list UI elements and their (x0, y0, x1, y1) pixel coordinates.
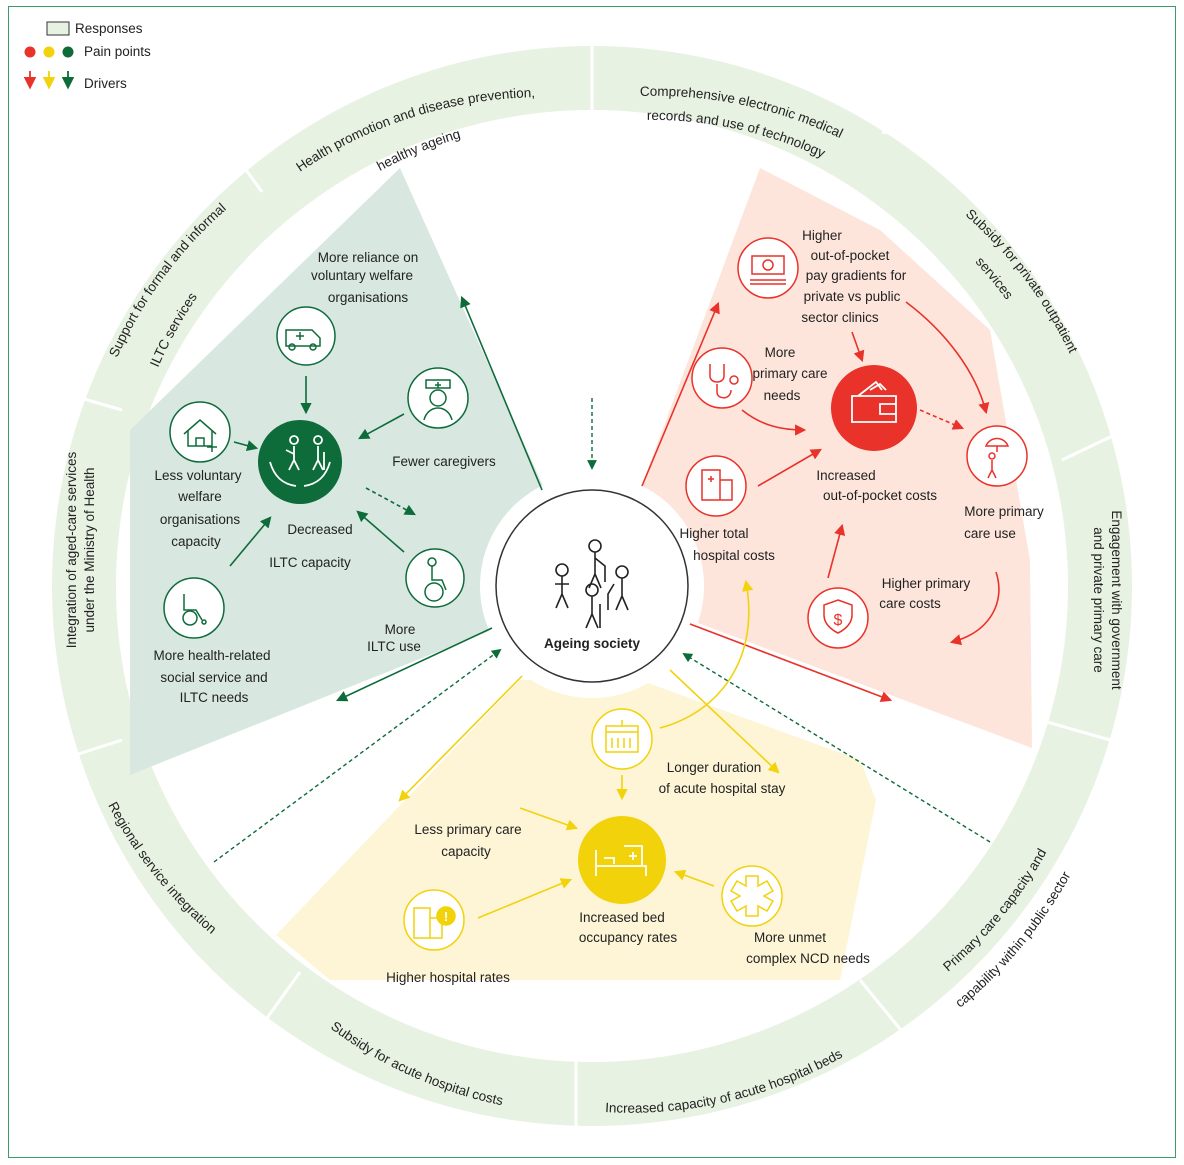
legend-green-dot (62, 46, 74, 58)
higher-oop-line2: out-of-pocket (811, 248, 890, 263)
stethoscope-icon (709, 364, 739, 399)
wheelchair-icon-circle (163, 577, 225, 639)
response-aged-care: Integration of aged-care services (64, 451, 79, 648)
wheelchair-icon (182, 594, 207, 626)
increased-oop-node (831, 365, 917, 451)
legend-yellow-dot (43, 46, 55, 58)
less-voluntary-line2: welfare (177, 489, 222, 504)
wallet-icon (851, 380, 897, 423)
more-unmet-line1: More unmet (754, 930, 826, 945)
umbrella-person-icon (984, 437, 1010, 479)
hospital-icon-circle (685, 455, 747, 517)
figure-frame (8, 6, 1176, 1158)
legend: Responses Pain points Drivers (23, 21, 151, 91)
longer-duration-line2: of acute hospital stay (659, 781, 786, 796)
more-primary-needs-line3: needs (764, 388, 801, 403)
less-primary-capacity-line2: capacity (441, 844, 491, 859)
wheelchair-user-icon-circle (405, 548, 465, 608)
hospital-alert-icon-circle (403, 889, 465, 951)
green-pain-points: Decreased ILTC capacity More reliance on… (153, 250, 496, 705)
hospital-alert-icon (413, 906, 456, 939)
legend-pain-points: Pain points (84, 44, 151, 59)
more-primary-needs-line1: More (765, 345, 796, 360)
decreased-iltc-node (258, 420, 342, 504)
higher-oop-line3: pay gradients for (806, 268, 907, 283)
higher-total-hospital-line1: Higher total (679, 526, 748, 541)
voluntary-reliance-line3: organisations (328, 290, 409, 305)
less-voluntary-line1: Less voluntary (154, 468, 241, 483)
response-arrows (213, 398, 991, 863)
wheelchair-user-icon (424, 557, 447, 602)
response-engagement-2: and private primary care (1091, 527, 1106, 673)
medical-star-icon-circle (721, 865, 783, 927)
hands-carers-icon (269, 435, 331, 487)
calendar-hospital-icon (605, 720, 639, 753)
higher-oop-line5: sector clinics (801, 310, 879, 325)
response-engagement: Engagement with government (1109, 510, 1124, 690)
increased-bed-line1: Increased bed (579, 910, 665, 925)
increased-bed-line2: occupancy rates (579, 930, 678, 945)
more-primary-use-line2: care use (964, 526, 1016, 541)
shield-dollar-icon-circle (807, 587, 869, 649)
less-voluntary-line4: capacity (171, 534, 221, 549)
decreased-iltc-line1: Decreased (287, 522, 352, 537)
increased-bed-node (578, 816, 666, 904)
alert-icon: ! (444, 909, 448, 924)
decreased-iltc-line2: ILTC capacity (269, 555, 351, 570)
umbrella-person-icon-circle (966, 425, 1028, 487)
center-label: Ageing society (544, 636, 641, 651)
house-plus-icon (183, 419, 217, 452)
increased-oop-line2: out-of-pocket costs (823, 488, 937, 503)
ambulance-icon (285, 329, 321, 351)
stethoscope-icon-circle (691, 347, 753, 409)
higher-oop-line1: Higher (802, 228, 842, 243)
higher-primary-costs-line1: Higher primary (882, 576, 971, 591)
nurse-icon (423, 379, 453, 421)
more-health-related-line1: More health-related (153, 648, 270, 663)
less-primary-capacity-line1: Less primary care (414, 822, 521, 837)
more-health-related-line2: social service and (160, 670, 267, 685)
legend-drivers: Drivers (84, 76, 127, 91)
hospital-bed-icon (595, 845, 647, 876)
higher-primary-costs-line2: care costs (879, 596, 941, 611)
more-primary-use-line1: More primary (964, 504, 1044, 519)
higher-oop-line4: private vs public (804, 289, 901, 304)
voluntary-reliance-line2: voluntary welfare (311, 268, 413, 283)
legend-red-dot (24, 46, 36, 58)
driver-arrows (335, 295, 893, 802)
hospital-building-icon (701, 469, 733, 501)
voluntary-reliance-line1: More reliance on (318, 250, 419, 265)
longer-duration-line1: Longer duration (667, 760, 762, 775)
more-unmet-line2: complex NCD needs (746, 951, 870, 966)
medical-star-icon (729, 875, 775, 917)
less-voluntary-line3: organisations (160, 512, 241, 527)
response-aged-care-2: under the Ministry of Health (82, 467, 97, 632)
yellow-pain-points: Increased bed occupancy rates Longer dur… (386, 579, 870, 985)
nurse-icon-circle (407, 367, 469, 429)
money-icon (750, 255, 786, 285)
center-node: Ageing society (480, 474, 704, 698)
legend-responses: Responses (75, 21, 143, 36)
house-icon-circle (169, 401, 231, 463)
legend-responses-swatch (46, 21, 70, 36)
higher-hospital-rates: Higher hospital rates (386, 970, 510, 985)
more-primary-needs-line2: primary care (752, 366, 827, 381)
calendar-hospital-icon-circle (591, 708, 653, 770)
fewer-caregivers: Fewer caregivers (392, 454, 496, 469)
increased-oop-line1: Increased (816, 468, 875, 483)
dollar-sign-icon: $ (834, 612, 843, 629)
more-iltc-use-line2: ILTC use (367, 639, 421, 654)
red-pain-points: Increased out-of-pocket costs Higher out… (679, 228, 1044, 649)
money-icon-circle (737, 237, 799, 299)
elderly-people-icon (555, 539, 629, 629)
shield-dollar-icon (823, 599, 853, 634)
higher-total-hospital-line2: hospital costs (693, 548, 775, 563)
more-iltc-use-line1: More (385, 622, 416, 637)
more-health-related-line3: ILTC needs (180, 690, 249, 705)
red-sector (640, 168, 1032, 748)
